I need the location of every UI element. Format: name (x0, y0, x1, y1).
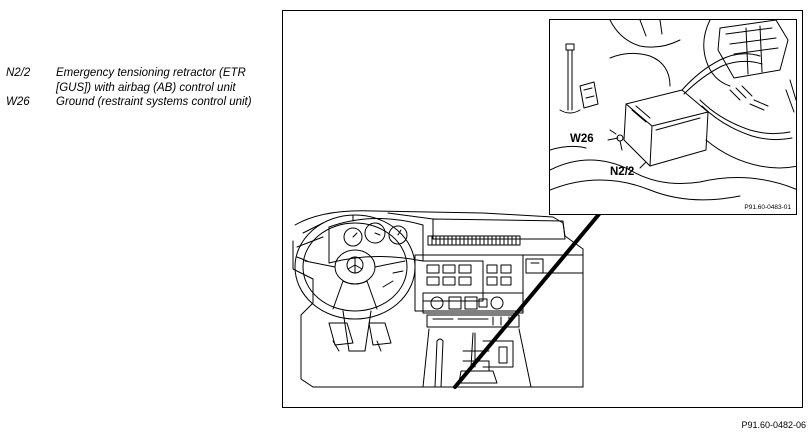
legend-item-w26: W26 Ground (restraint systems control un… (6, 95, 276, 110)
callout-n2-2: N2/2 (610, 166, 635, 178)
callout-w26: W26 (570, 133, 594, 145)
detail-inset: W26 N2/2 P91.60-0483-01 (549, 19, 797, 215)
legend-code: N2/2 (6, 67, 31, 79)
legend-code: W26 (6, 96, 30, 108)
control-unit-detail-drawing (550, 20, 796, 201)
inset-reference-number: P91.60-0483-01 (744, 204, 791, 211)
figure-reference-number: P91.60-0482-06 (741, 420, 806, 430)
diagram-frame: W26 N2/2 P91.60-0483-01 (282, 10, 803, 408)
legend-description: Emergency tensioning retractor (ETR [GUS… (56, 67, 246, 94)
legend: N2/2 Emergency tensioning retractor (ETR… (6, 66, 276, 110)
legend-description: Ground (restraint systems control unit) (56, 96, 252, 108)
legend-item-n2-2: N2/2 Emergency tensioning retractor (ETR… (6, 66, 276, 95)
dashboard-drawing (292, 205, 607, 389)
